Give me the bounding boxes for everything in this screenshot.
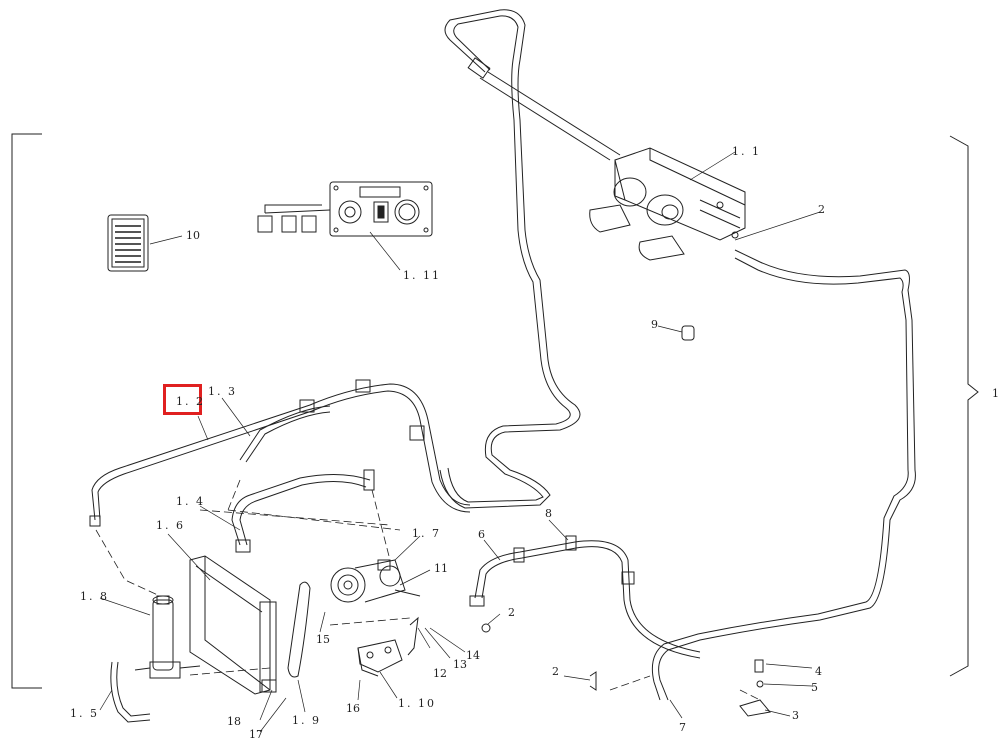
label-15: 15 — [316, 633, 330, 646]
drive-belt — [287, 581, 311, 678]
top-hose-loop — [439, 9, 581, 509]
top-fitting-line — [479, 77, 611, 161]
label-12: 12 — [433, 667, 447, 680]
label-16: 16 — [346, 702, 360, 715]
hose-1-4 — [231, 469, 375, 553]
clamp-2-mid — [481, 623, 491, 633]
label-7: 7 — [679, 721, 686, 734]
label-5: 5 — [811, 681, 818, 694]
label-10: 10 — [186, 229, 200, 242]
label-2-bottom: 2 — [552, 665, 559, 678]
label-1-10: 1. 10 — [398, 697, 436, 710]
label-4: 4 — [815, 665, 822, 678]
label-1-4: 1. 4 — [176, 495, 205, 508]
label-3: 3 — [792, 709, 799, 722]
label-2-top: 2 — [818, 203, 825, 216]
label-18: 18 — [227, 715, 241, 728]
label-1-3: 1. 3 — [208, 385, 237, 398]
label-6: 6 — [478, 528, 485, 541]
label-1-11: 1. 11 — [403, 269, 441, 282]
label-11: 11 — [434, 562, 448, 575]
label-8: 8 — [545, 507, 552, 520]
label-1-2: 1. 2 — [176, 395, 205, 408]
label-1-9: 1. 9 — [292, 714, 321, 727]
left-bracket — [11, 133, 42, 689]
label-1-8: 1. 8 — [80, 590, 109, 603]
clamp-2-bottom — [589, 671, 597, 691]
clip-9 — [681, 325, 695, 341]
label-2-middle: 2 — [508, 606, 515, 619]
compressor-bracket — [357, 616, 419, 677]
right-hose-loop — [651, 249, 916, 701]
hose-1-5 — [110, 661, 151, 723]
label-1-1: 1. 1 — [732, 145, 761, 158]
bracket-3 — [739, 699, 771, 717]
label-1-6: 1. 6 — [156, 519, 185, 532]
right-bracket — [949, 135, 979, 677]
receiver-drier — [134, 595, 201, 679]
suction-hose-6 — [469, 535, 701, 659]
label-14: 14 — [466, 649, 480, 662]
label-17: 17 — [249, 728, 263, 741]
fitting-4 — [754, 659, 764, 673]
label-1-group: 1 — [992, 387, 999, 400]
label-1-7: 1. 7 — [412, 527, 441, 540]
top-fitting — [467, 57, 491, 79]
highlight-box-1-2 — [163, 384, 202, 415]
label-9: 9 — [651, 318, 658, 331]
discharge-hose-1-2 — [89, 379, 471, 527]
condenser — [189, 555, 277, 695]
label-1-5: 1. 5 — [70, 707, 99, 720]
warning-decal — [107, 214, 149, 272]
label-13: 13 — [453, 658, 467, 671]
evaporator-unit — [589, 147, 746, 261]
washer-5 — [756, 680, 764, 688]
compressor — [330, 559, 421, 603]
control-panel — [257, 181, 433, 237]
hose-1-3 — [239, 405, 331, 461]
